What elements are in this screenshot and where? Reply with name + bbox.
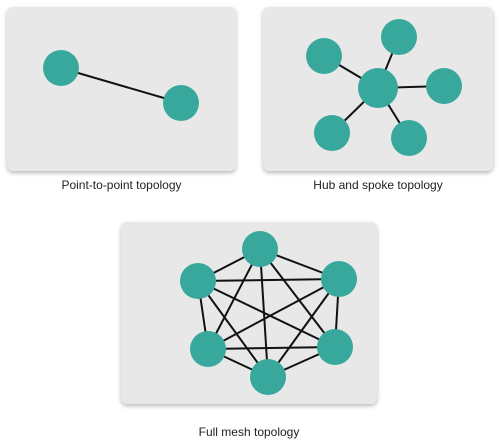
edge: [267, 278, 340, 378]
edge: [197, 280, 336, 348]
nodes: [306, 19, 462, 156]
spoke-node: [426, 68, 462, 104]
edge: [197, 278, 340, 282]
hub-and-spoke-panel: [263, 7, 493, 171]
edge: [197, 280, 269, 378]
point-to-point-panel: [7, 7, 236, 171]
node: [242, 231, 278, 267]
hub-and-spoke-caption: Hub and spoke topology: [313, 178, 443, 192]
hub-node: [358, 68, 398, 108]
spoke-node: [391, 120, 427, 156]
point-to-point-diagram: [43, 50, 199, 121]
node: [321, 261, 357, 297]
spoke-node: [381, 19, 417, 55]
node: [180, 263, 216, 299]
spoke-node: [306, 38, 342, 74]
node: [43, 50, 79, 86]
hub-and-spoke-diagram: [306, 19, 462, 156]
node: [250, 359, 286, 395]
nodes: [43, 50, 199, 121]
node: [163, 85, 199, 121]
edge: [207, 278, 340, 350]
edge: [60, 67, 182, 104]
spoke-node: [314, 115, 350, 151]
point-to-point-caption: Point-to-point topology: [61, 178, 182, 192]
edge: [259, 248, 336, 348]
full-mesh-caption: Full mesh topology: [198, 425, 300, 439]
node: [190, 331, 226, 367]
edge: [207, 346, 336, 350]
edges: [60, 67, 182, 104]
full-mesh-diagram: [180, 231, 357, 395]
nodes: [180, 231, 357, 395]
full-mesh-panel: [121, 222, 377, 404]
node: [317, 329, 353, 365]
